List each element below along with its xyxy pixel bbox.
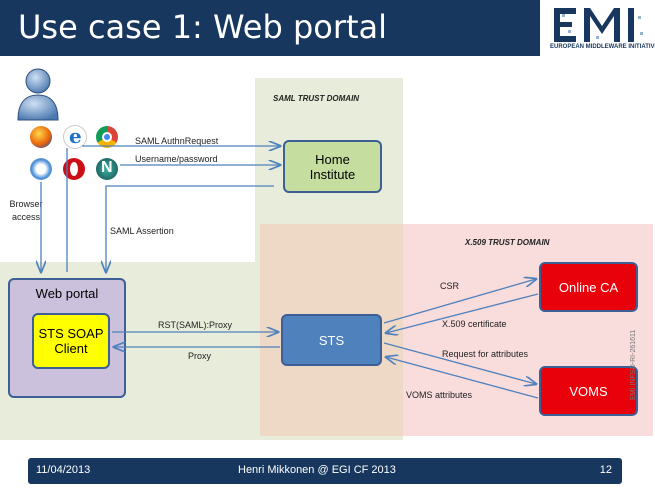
footer-date: 11/04/2013 — [36, 464, 91, 476]
safari-icon — [30, 158, 52, 180]
chrome-icon — [96, 126, 118, 148]
authn-request-label: SAML AuthnRequest — [135, 136, 219, 146]
x509-domain-title: X.509 TRUST DOMAIN — [465, 238, 550, 247]
proxy-label: Proxy — [188, 351, 212, 361]
internet-explorer-icon: e — [63, 124, 87, 149]
logo-tagline: EUROPEAN MIDDLEWARE INITIATIVE — [550, 44, 655, 50]
footer-bar: 11/04/2013 Henri Mikkonen @ EGI CF 2013 … — [28, 458, 622, 484]
sts-soap-client-box: STS SOAP Client — [32, 313, 110, 369]
title-bar: Use case 1: Web portal — [0, 0, 540, 56]
x509-certificate-arrow — [386, 293, 539, 333]
online-ca-label: Online CA — [558, 279, 619, 295]
rst-label: RST(SAML):Proxy — [158, 320, 233, 330]
voms-box: VOMS — [539, 366, 638, 416]
online-ca-box: Online CA — [539, 262, 638, 312]
saml-domain-title: SAML TRUST DOMAIN — [273, 94, 360, 103]
sts-soap-client-label: STS SOAP Client — [38, 326, 104, 356]
emi-logo — [548, 4, 652, 54]
home-institute-box: Home Institute — [283, 140, 382, 193]
footer-presenter: Henri Mikkonen @ EGI CF 2013 — [238, 464, 396, 476]
web-portal-label: Web portal — [35, 286, 99, 301]
request-attributes-arrow — [383, 342, 536, 384]
slide-title: Use case 1: Web portal — [18, 8, 388, 46]
sts-box: STS — [281, 314, 382, 366]
sts-label: STS — [318, 332, 345, 348]
saml-assertion-label: SAML Assertion — [110, 226, 174, 236]
document-id: EMI INFSO-RI-261611 — [630, 329, 637, 400]
csr-arrow — [383, 279, 536, 324]
browser-access-label: Browser access — [9, 199, 43, 222]
x509-certificate-label: X.509 certificate — [442, 319, 507, 329]
voms-label: VOMS — [569, 383, 608, 399]
voms-attributes-arrow — [386, 357, 539, 399]
request-attributes-label: Request for attributes — [442, 349, 529, 359]
opera-icon — [63, 158, 85, 180]
username-password-label: Username/password — [135, 154, 218, 164]
netscape-icon: N — [96, 158, 118, 180]
voms-attributes-label: VOMS attributes — [406, 390, 473, 400]
user-avatar-icon — [17, 68, 59, 121]
home-institute-label: Home Institute — [309, 151, 356, 182]
saml-assertion-arrow — [106, 185, 274, 272]
firefox-icon — [30, 126, 52, 148]
csr-label: CSR — [440, 281, 460, 291]
footer-page-number: 12 — [599, 464, 612, 476]
